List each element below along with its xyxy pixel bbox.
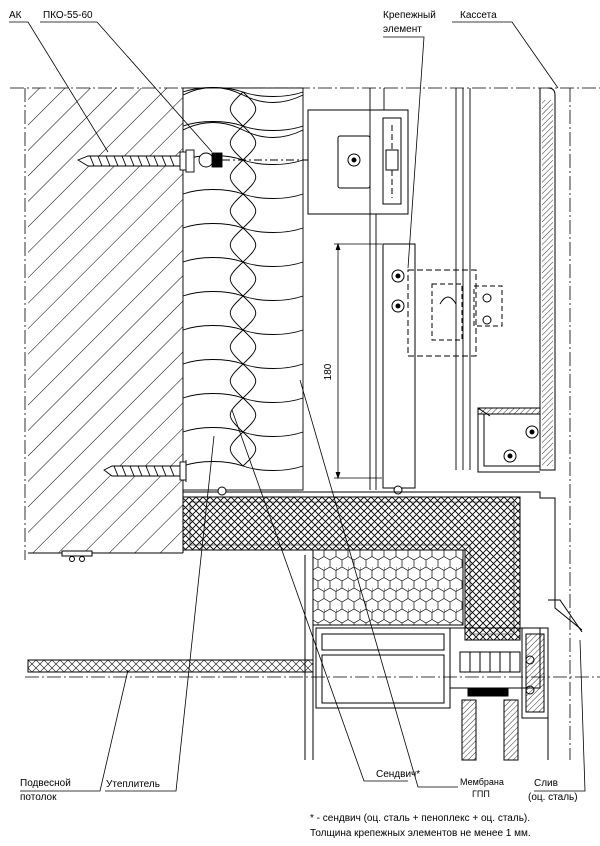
label-ceiling-line1: Подвесной <box>20 778 71 789</box>
footnote-line2: Толщина крепежных элементов не менее 1 м… <box>310 828 531 839</box>
label-ceiling-line2: потолок <box>20 792 57 803</box>
footnote-line1: * - сендвич (оц. сталь + пеноплекс + оц.… <box>310 813 531 824</box>
vertical-profile <box>369 88 471 490</box>
fastening-element <box>382 243 503 495</box>
label-cassette: Кассета <box>460 10 497 21</box>
label-membrane-line1: Мембрана <box>460 777 504 787</box>
anchor-lower <box>103 460 187 482</box>
label-drip-line1: Слив <box>534 778 558 789</box>
cassette <box>477 87 556 473</box>
dimension-180: 180 <box>323 242 382 480</box>
label-membrane-line2: ГПП <box>472 789 490 799</box>
label-drip-line2: (оц. сталь) <box>528 792 578 803</box>
label-pko: ПКО-55-60 <box>43 10 93 21</box>
suspended-ceiling <box>27 550 314 760</box>
wall-bottom-clip <box>61 486 227 562</box>
dimension-label: 180 <box>323 363 334 380</box>
label-fastener-line2: элемент <box>383 24 422 35</box>
anchor-upper <box>76 149 345 173</box>
label-fastener-line1: Крепежный <box>383 10 436 21</box>
label-ak: АК <box>9 10 22 21</box>
label-insulation: Утеплитель <box>106 779 160 790</box>
sandwich-panel <box>182 496 521 641</box>
window-profile <box>315 627 549 761</box>
drip-flashing <box>183 491 583 633</box>
insulation-layer <box>182 87 304 491</box>
label-sandwich: Сендвич* <box>376 769 421 780</box>
leader-lines <box>9 21 586 792</box>
bracket-upper <box>307 109 409 215</box>
insulation-wave-pattern <box>182 87 304 471</box>
